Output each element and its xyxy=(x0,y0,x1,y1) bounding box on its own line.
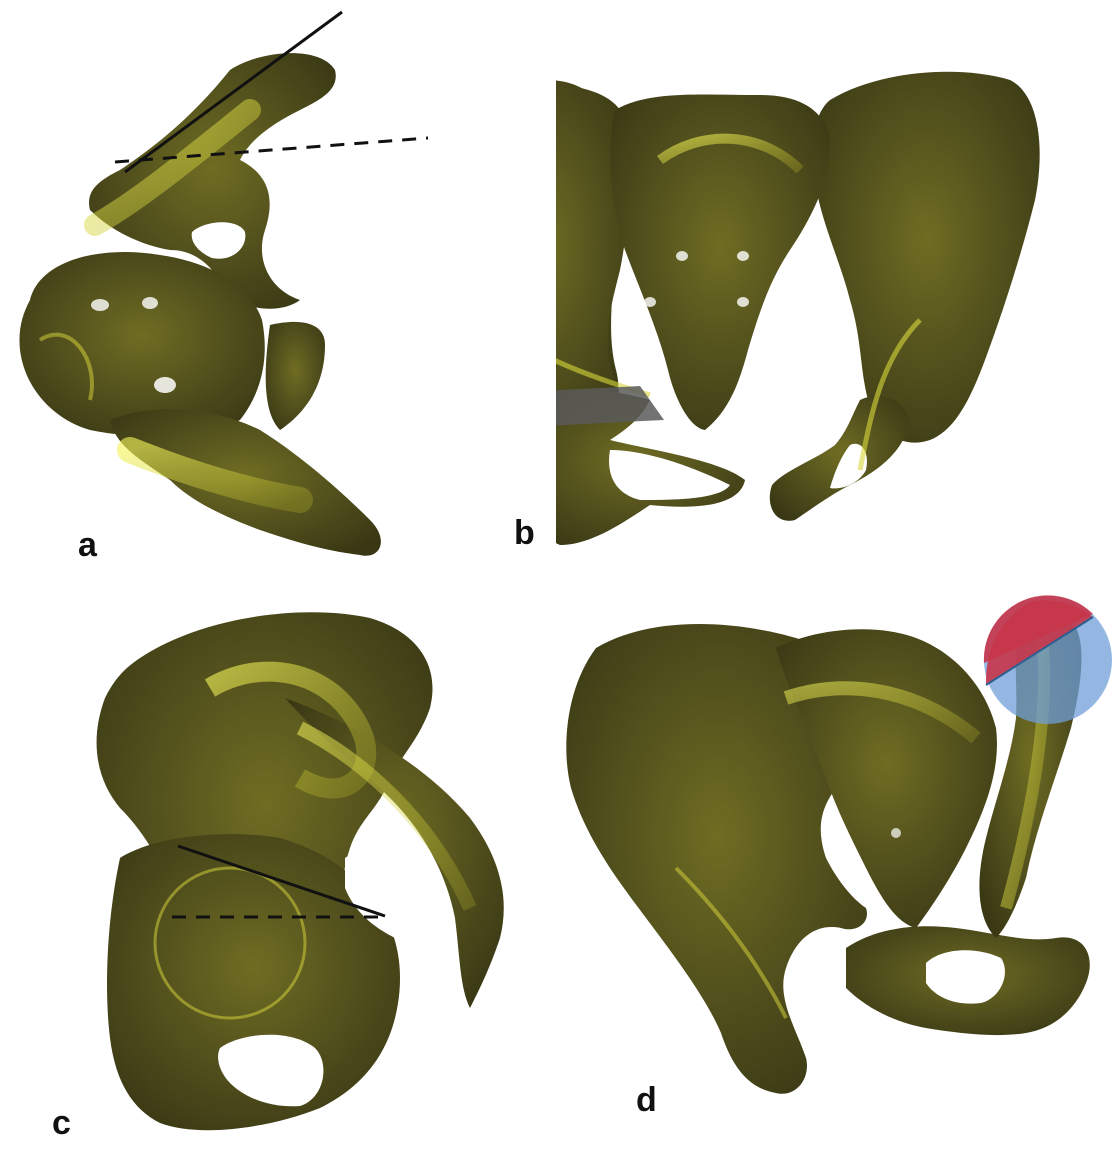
panel-label-d: d xyxy=(636,1083,657,1117)
sacral-foramen xyxy=(891,828,901,838)
ischial-ramus xyxy=(266,322,325,430)
sacral-foramen xyxy=(644,297,656,307)
panel-label-c: c xyxy=(52,1106,71,1140)
right-ilium-shape xyxy=(813,72,1040,443)
hip-lateral-view xyxy=(0,578,556,1155)
panel-c: c xyxy=(0,578,556,1155)
sacrum xyxy=(19,252,264,437)
acetabular-marker xyxy=(984,595,1112,724)
panel-label-b: b xyxy=(514,516,535,550)
sacral-foramen xyxy=(737,297,749,307)
sacrum-shape xyxy=(610,94,830,430)
panel-b: b xyxy=(556,0,1113,578)
pelvis-oblique-view xyxy=(556,578,1113,1155)
panel-label-a: a xyxy=(78,528,97,562)
pelvis-lateral-view xyxy=(0,0,556,578)
panel-a: a xyxy=(0,0,556,578)
pubic-ramus-right xyxy=(770,396,910,521)
sacral-foramen xyxy=(142,297,158,309)
pelvis-anterior-view xyxy=(556,0,1113,578)
panel-d: d xyxy=(556,578,1113,1155)
sacral-foramen xyxy=(91,299,109,311)
sacral-foramen xyxy=(154,377,176,393)
sacral-foramen xyxy=(676,251,688,261)
sacral-foramen xyxy=(737,251,749,261)
